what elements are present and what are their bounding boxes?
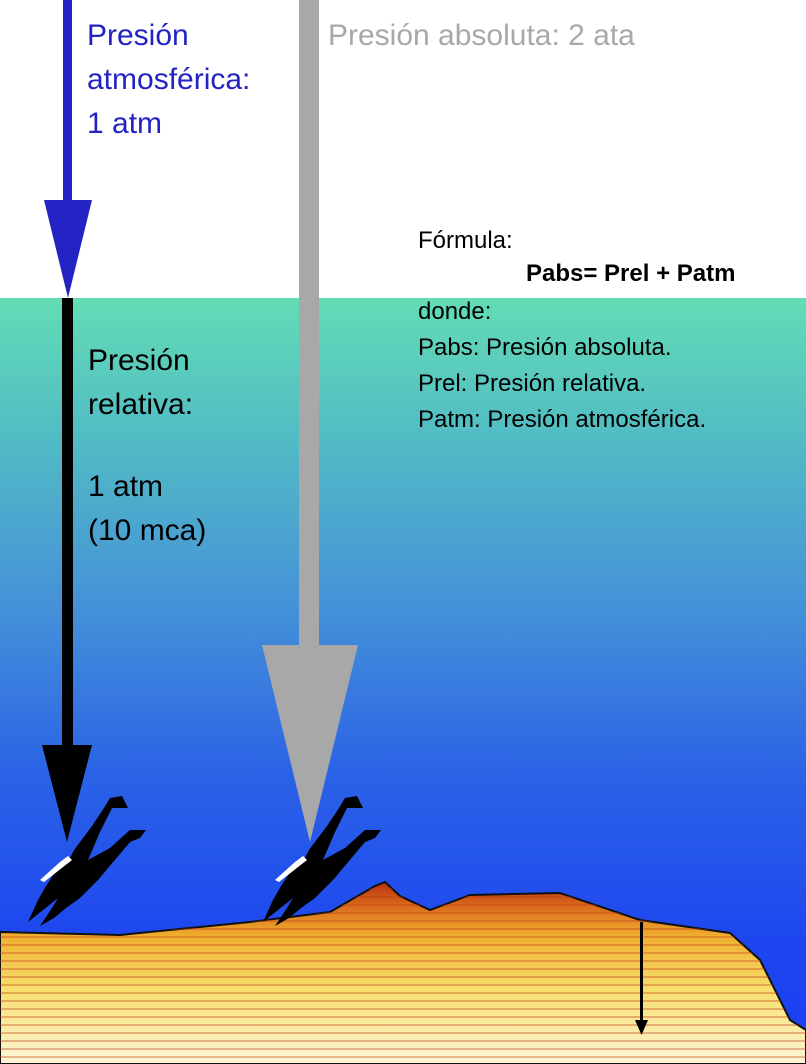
relative-pressure-arrow — [42, 298, 92, 842]
formula-where: donde: — [418, 298, 492, 325]
relative-pressure-label: Presión relativa: 1 atm (10 mca) — [88, 339, 206, 553]
relative-line2: relativa: — [88, 388, 194, 421]
atmospheric-line1: Presión — [87, 19, 189, 52]
formula-def-pabs: Pabs: Presión absoluta. — [418, 334, 672, 361]
absolute-pressure-label: Presión absoluta: 2 ata — [328, 19, 635, 52]
formula-def-prel: Prel: Presión relativa. — [418, 370, 647, 397]
atmospheric-line3: 1 atm — [87, 107, 163, 140]
atmospheric-pressure-arrow — [44, 0, 92, 298]
diver-icon — [263, 796, 381, 926]
relative-line1: Presión — [88, 344, 190, 377]
atmospheric-pressure-label: Presión atmosférica: 1 atm — [87, 14, 250, 146]
seabed-sonar-profile — [0, 880, 806, 1064]
atmospheric-line2: atmosférica: — [87, 63, 251, 96]
formula-heading: Fórmula: — [418, 227, 513, 254]
relative-line3: 1 atm — [88, 470, 164, 503]
formula-def-patm: Patm: Presión atmosférica. — [418, 406, 707, 433]
sonar-marker-arrow — [635, 922, 648, 1035]
formula-equation: Pabs= Prel + Patm — [526, 260, 736, 287]
relative-line4: (10 mca) — [88, 514, 207, 547]
diver-icon — [28, 796, 146, 926]
absolute-pressure-arrow — [262, 0, 358, 842]
